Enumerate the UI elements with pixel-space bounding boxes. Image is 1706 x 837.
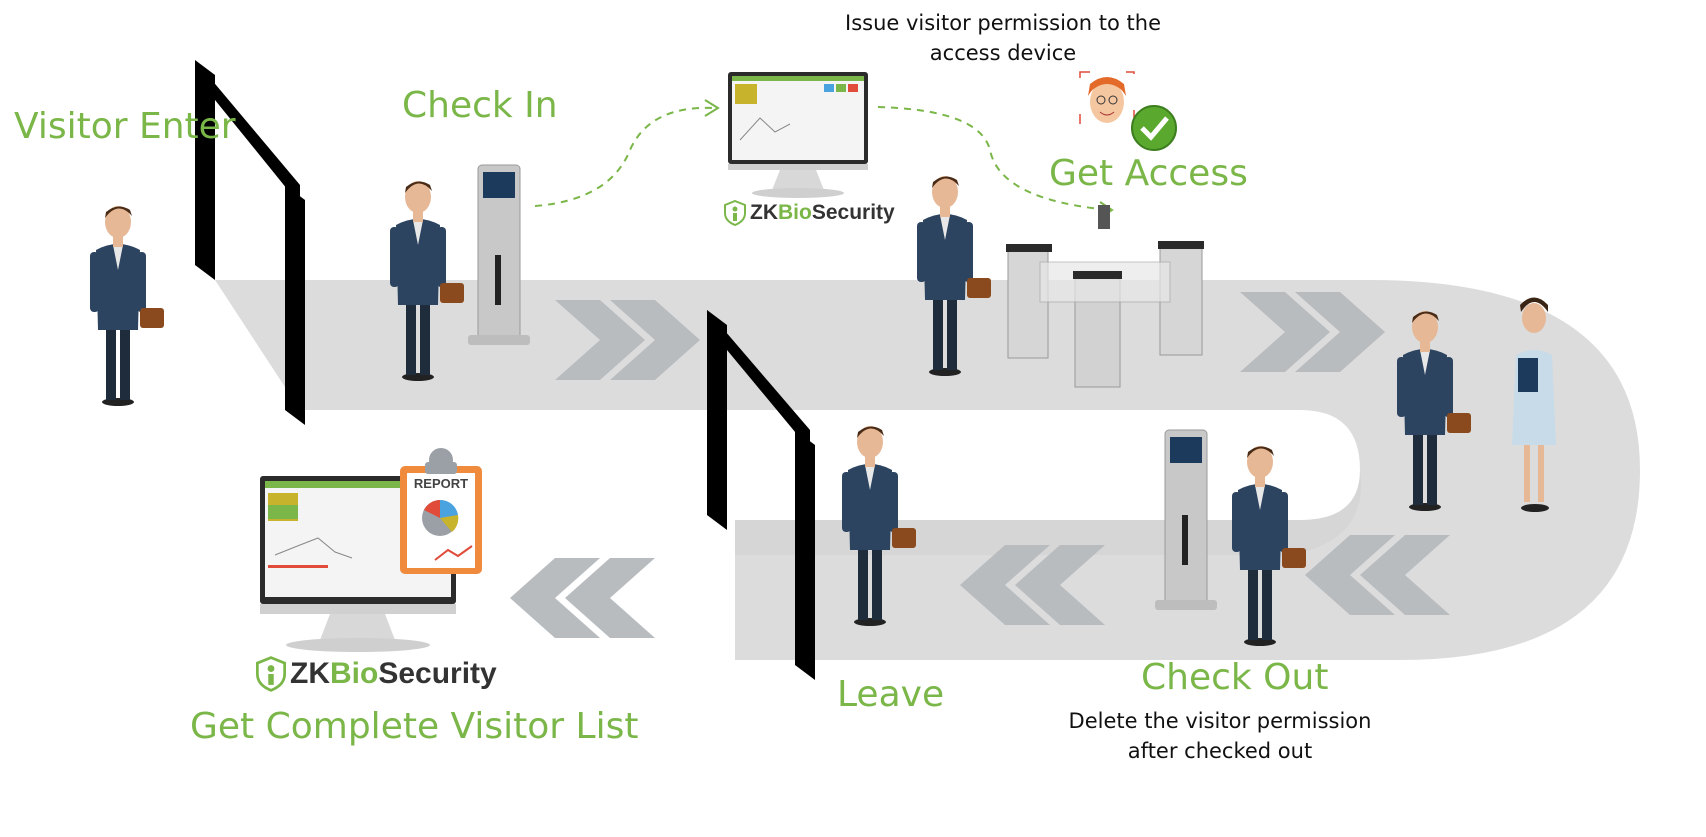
shield-logo-icon bbox=[724, 200, 746, 226]
person-icon bbox=[90, 206, 164, 406]
exit-door-icon bbox=[707, 310, 815, 680]
label-get-access: Get Access bbox=[1049, 153, 1248, 194]
note-issue-line-1: Issue visitor permission to the bbox=[845, 11, 1161, 35]
brand-logo-bottom: ZKBioSecurity bbox=[256, 656, 497, 692]
label-visitor-enter: Visitor Enter bbox=[14, 106, 236, 147]
note-delete-line-1: Delete the visitor permission bbox=[1068, 709, 1372, 733]
note-issue-permission: Issue visitor permission to the access d… bbox=[820, 8, 1186, 68]
receptionist-icon bbox=[1512, 297, 1556, 512]
brand-bio: Bio bbox=[330, 657, 379, 690]
brand-bio: Bio bbox=[778, 201, 812, 224]
label-get-complete-visitor-list: Get Complete Visitor List bbox=[190, 706, 639, 747]
check-badge-icon bbox=[1131, 105, 1177, 151]
flow-arrowhead bbox=[704, 99, 720, 117]
kiosk-icon bbox=[468, 164, 530, 345]
monitor-icon bbox=[728, 72, 868, 198]
entrance-door-icon bbox=[195, 60, 305, 425]
kiosk-icon bbox=[1155, 429, 1217, 610]
label-check-out: Check Out bbox=[1141, 657, 1329, 698]
flow-line-to-turnstile bbox=[877, 106, 1111, 211]
brand-zk: ZK bbox=[750, 201, 778, 224]
turnstile-icon bbox=[1006, 205, 1204, 388]
brand-security: Security bbox=[811, 201, 895, 224]
note-delete-permission: Delete the visitor permission after chec… bbox=[1060, 706, 1380, 766]
report-title: REPORT bbox=[413, 476, 469, 491]
brand-logo-top: ZKBioSecurity bbox=[724, 200, 895, 226]
label-leave: Leave bbox=[837, 674, 945, 715]
brand-security: Security bbox=[378, 657, 497, 690]
report-clipboard-icon bbox=[400, 448, 482, 574]
flow-line-to-server bbox=[534, 106, 716, 207]
note-delete-line-2: after checked out bbox=[1127, 739, 1313, 763]
brand-zk: ZK bbox=[290, 657, 330, 690]
note-issue-line-2: access device bbox=[929, 41, 1077, 65]
shield-logo-icon bbox=[256, 656, 286, 692]
face-avatar-icon bbox=[1079, 71, 1135, 140]
label-check-in: Check In bbox=[402, 85, 558, 126]
